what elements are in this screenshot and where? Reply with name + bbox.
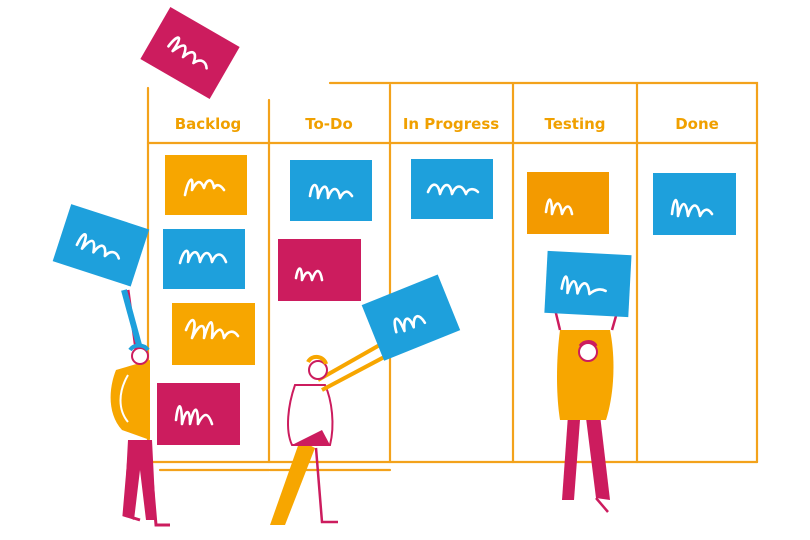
person-left	[110, 289, 170, 527]
column-title-todo: To-Do	[305, 115, 353, 133]
card-flying-1[interactable]	[140, 7, 240, 99]
card-held-right[interactable]	[544, 250, 632, 318]
person-right	[552, 301, 622, 513]
card-inprogress-1[interactable]	[411, 159, 493, 219]
card-backlog-1[interactable]	[165, 155, 247, 215]
card-backlog-4[interactable]	[157, 383, 240, 445]
card-testing-1[interactable]	[527, 172, 609, 234]
column-title-backlog: Backlog	[175, 115, 242, 133]
column-title-testing: Testing	[544, 115, 605, 133]
card-todo-1[interactable]	[290, 160, 372, 221]
card-done-1[interactable]	[653, 173, 736, 235]
card-held-left[interactable]	[52, 204, 150, 287]
card-backlog-3[interactable]	[172, 303, 255, 365]
card-held-middle[interactable]	[361, 274, 461, 361]
card-backlog-2[interactable]	[163, 229, 245, 289]
board-top-rail	[328, 81, 759, 92]
column-title-done: Done	[675, 115, 719, 133]
column-title-in-progress: In Progress	[403, 115, 499, 133]
person-middle	[270, 340, 389, 525]
card-todo-2[interactable]	[278, 239, 361, 301]
